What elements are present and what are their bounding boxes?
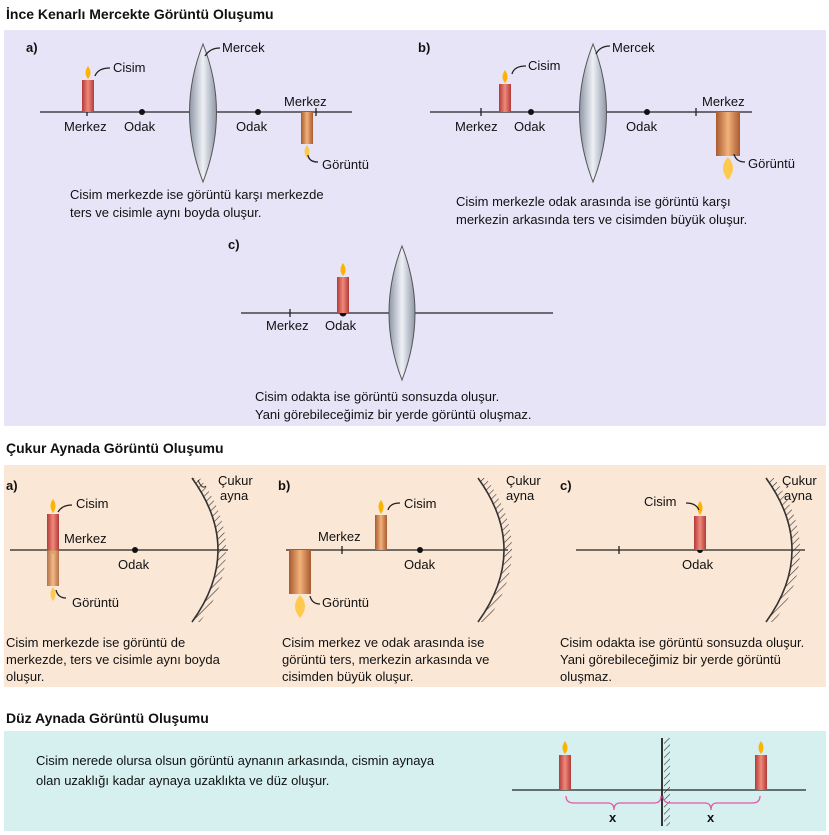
lens-a-candle (82, 80, 94, 112)
lens-b-lens-label: Mercek (612, 40, 655, 55)
concave-a-center-label: Merkez (64, 531, 107, 546)
concave-c-focus-label: Odak (682, 557, 714, 572)
lens-a-caption-2: ters ve cisimle aynı boyda oluşur. (70, 205, 262, 220)
lens-b-tag: b) (418, 40, 431, 55)
concave-c-caption-2: Yani görebileceğimiz bir yerde görüntü (560, 652, 781, 667)
lens-c-focus-label: Odak (325, 318, 357, 333)
lens-a-focus-dot-right (255, 109, 261, 115)
lens-c-caption-1: Cisim odakta ise görüntü sonsuzda oluşur… (255, 389, 500, 404)
concave-b-object-label: Cisim (404, 496, 437, 511)
concave-b-tag: b) (278, 478, 291, 493)
concave-c-mirror-label-1: Çukur (782, 473, 817, 488)
concave-c-caption-1: Cisim odakta ise görüntü sonsuzda oluşur… (560, 635, 805, 650)
plane-caption-2: olan uzaklığı kadar aynaya uzaklıkta ve … (36, 773, 330, 788)
concave-a-mirror-label-2: ayna (220, 488, 249, 503)
lens-c-tag: c) (228, 237, 240, 252)
concave-a-image-label: Görüntü (72, 595, 119, 610)
lens-b-left-center-label: Merkez (455, 119, 498, 134)
lens-a-caption-1: Cisim merkezde ise görüntü karşı merkezd… (70, 187, 324, 202)
lens-section-title: İnce Kenarlı Mercekte Görüntü Oluşumu (6, 6, 274, 22)
lens-b-diagram (430, 42, 752, 184)
lens-a-left-center-label: Merkez (64, 119, 107, 134)
concave-b-caption-2: görüntü ters, merkezin arkasında ve (282, 652, 490, 667)
concave-a-caption-3: oluşur. (6, 669, 45, 684)
concave-c-mirror-label-2: ayna (784, 488, 813, 503)
lens-panel (4, 30, 826, 426)
concave-b-center-label: Merkez (318, 529, 361, 544)
lens-b-right-focus-label: Odak (626, 119, 658, 134)
concave-a-mirror (191, 477, 219, 623)
lens-b-object-label: Cisim (528, 58, 561, 73)
lens-a-lens-label: Mercek (222, 40, 265, 55)
lens-a-tag: a) (26, 40, 38, 55)
lens-b-right-center-label: Merkez (702, 94, 745, 109)
concave-c-object-label: Cisim (644, 494, 677, 509)
lens-a-image-candle (301, 112, 313, 144)
plane-caption-1: Cisim nerede olursa olsun görüntü aynanı… (36, 753, 435, 768)
plane-brace-left (565, 795, 662, 811)
lens-a-right-center-label: Merkez (284, 94, 327, 109)
lens-c-caption-2: Yani görebileceğimiz bir yerde görüntü o… (255, 407, 532, 422)
concave-b-caption-1: Cisim merkez ve odak arasında ise (282, 635, 485, 650)
lens-c-diagram (241, 244, 553, 382)
plane-section-title: Düz Aynada Görüntü Oluşumu (6, 710, 209, 726)
concave-c-caption-3: oluşmaz. (560, 669, 613, 684)
lens-a-lens (189, 42, 217, 184)
lens-a-object-label: Cisim (113, 60, 146, 75)
concave-c-tag: c) (560, 478, 572, 493)
lens-b-image-label: Görüntü (748, 156, 795, 171)
lens-a-right-focus-label: Odak (236, 119, 268, 134)
lens-a-flame (85, 66, 91, 79)
concave-a-tag: a) (6, 478, 18, 493)
concave-a-focus-label: Odak (118, 557, 150, 572)
concave-b-image-label: Görüntü (322, 595, 369, 610)
plane-distance-left: x (609, 810, 617, 825)
concave-section-title: Çukur Aynada Görüntü Oluşumu (6, 440, 224, 456)
concave-a-mirror-label-1: Çukur (218, 473, 253, 488)
concave-b-diagram (286, 477, 512, 623)
concave-b-mirror-label-2: ayna (506, 488, 535, 503)
concave-b-mirror-label-1: Çukur (506, 473, 541, 488)
lens-b-caption-2: merkezin arkasında ters ve cisimden büyü… (456, 212, 748, 227)
plane-distance-right: x (707, 810, 715, 825)
lens-a-focus-dot (139, 109, 145, 115)
plane-diagram (512, 738, 806, 826)
concave-b-focus-label: Odak (404, 557, 436, 572)
lens-a-image-flame (304, 145, 310, 158)
lens-b-left-focus-label: Odak (514, 119, 546, 134)
plane-panel (4, 731, 826, 831)
concave-b-caption-3: cisimden büyük oluşur. (282, 669, 414, 684)
concave-a-diagram (10, 477, 228, 623)
concave-panel (4, 465, 826, 687)
concave-a-object-label: Cisim (76, 496, 109, 511)
lens-b-caption-1: Cisim merkezle odak arasında ise görüntü… (456, 194, 731, 209)
lens-a-left-focus-label: Odak (124, 119, 156, 134)
concave-a-caption-2: merkezde, ters ve cisimle aynı boyda (6, 652, 220, 667)
concave-c-diagram (576, 477, 805, 623)
lens-c-center-label: Merkez (266, 318, 309, 333)
lens-a-diagram (40, 42, 352, 184)
lens-a-image-label: Görüntü (322, 157, 369, 172)
concave-a-caption-1: Cisim merkezde ise görüntü de (6, 635, 186, 650)
plane-brace-right (662, 795, 761, 811)
